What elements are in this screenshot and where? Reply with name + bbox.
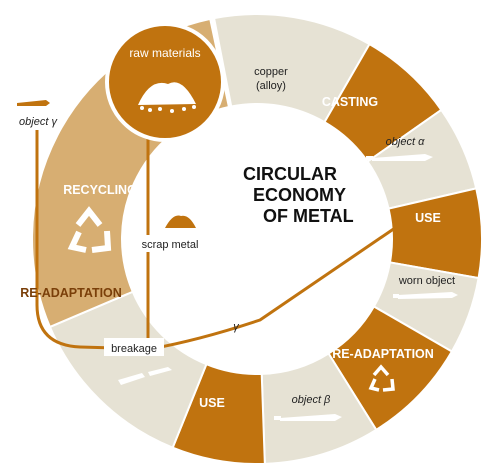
object-alpha-label: object α xyxy=(386,136,425,148)
worn-object-icon xyxy=(393,292,458,299)
center-title-line-1: CIRCULAR xyxy=(243,164,337,184)
use-bottom-label: USE xyxy=(199,396,225,410)
copper-label: copper xyxy=(254,66,288,78)
alloy-label: (alloy) xyxy=(256,80,286,92)
casting-label: CASTING xyxy=(322,95,378,109)
raw-materials-label: raw materials xyxy=(129,46,200,60)
object-beta-label: object β xyxy=(292,394,331,406)
scrap-metal-label-bg xyxy=(134,235,206,252)
gamma-symbol: γ xyxy=(233,321,240,333)
raw-materials-node xyxy=(105,22,225,142)
use-right-label: USE xyxy=(415,211,441,225)
recycle-icon xyxy=(67,206,112,253)
object-beta-icon xyxy=(274,414,342,421)
re-adaptation-right-label: RE-ADAPTATION xyxy=(332,347,434,361)
center-title-line-3: OF METAL xyxy=(263,206,354,226)
scrap-metal-label: scrap metal xyxy=(142,239,199,251)
breakage-label-bg xyxy=(104,338,164,356)
center-title-line-2: ECONOMY xyxy=(253,185,346,205)
metal-pile-icon xyxy=(138,82,196,113)
ring-inner-hole xyxy=(122,104,392,374)
re-adaptation-left-label: RE-ADAPTATION xyxy=(20,286,122,300)
scrap-pile-icon xyxy=(165,215,196,228)
recycle-icon xyxy=(368,364,395,392)
recycling-label: RECYCLING xyxy=(63,183,137,197)
worn-object-label: worn object xyxy=(398,275,455,287)
broken-object-icon xyxy=(118,367,172,385)
breakage-label: breakage xyxy=(111,343,157,355)
object-gamma-label: object γ xyxy=(19,116,58,128)
object-alpha-icon xyxy=(366,154,433,161)
object-gamma-icon xyxy=(17,100,50,106)
